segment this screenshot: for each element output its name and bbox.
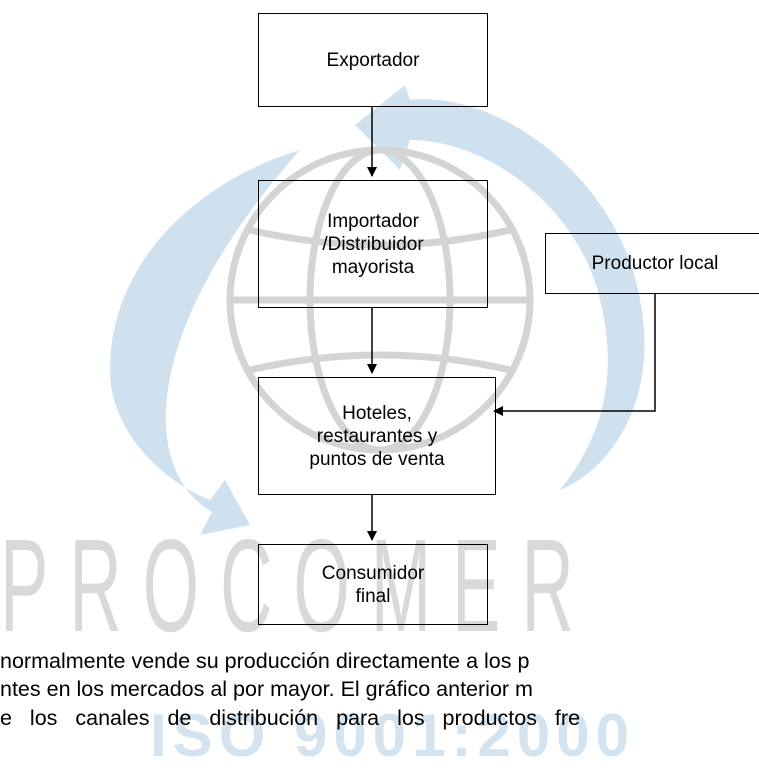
watermark-swoosh-right — [355, 85, 645, 490]
paragraph-line-2: ntes en los mercados al por mayor. El gr… — [0, 677, 533, 701]
watermark-procomer: PROCOMER — [0, 512, 595, 659]
node-productor: Productor local — [545, 233, 759, 294]
node-importador: Importador /Distribuidor mayorista — [258, 180, 488, 308]
node-consumidor: Consumidor final — [258, 544, 488, 625]
watermark-swoosh-left — [110, 150, 300, 535]
node-exportador: Exportador — [258, 13, 488, 107]
watermark-iso: ISO 9001:2000 — [150, 702, 635, 769]
paragraph-line-1: normalmente vende su producción directam… — [0, 649, 530, 673]
watermark-globe — [226, 146, 534, 454]
edge-productor-hoteles — [493, 293, 656, 416]
paragraph-line-3: e los canales de distribución para los p… — [0, 706, 581, 730]
node-hoteles: Hoteles, restaurantes y puntos de venta — [258, 377, 496, 495]
